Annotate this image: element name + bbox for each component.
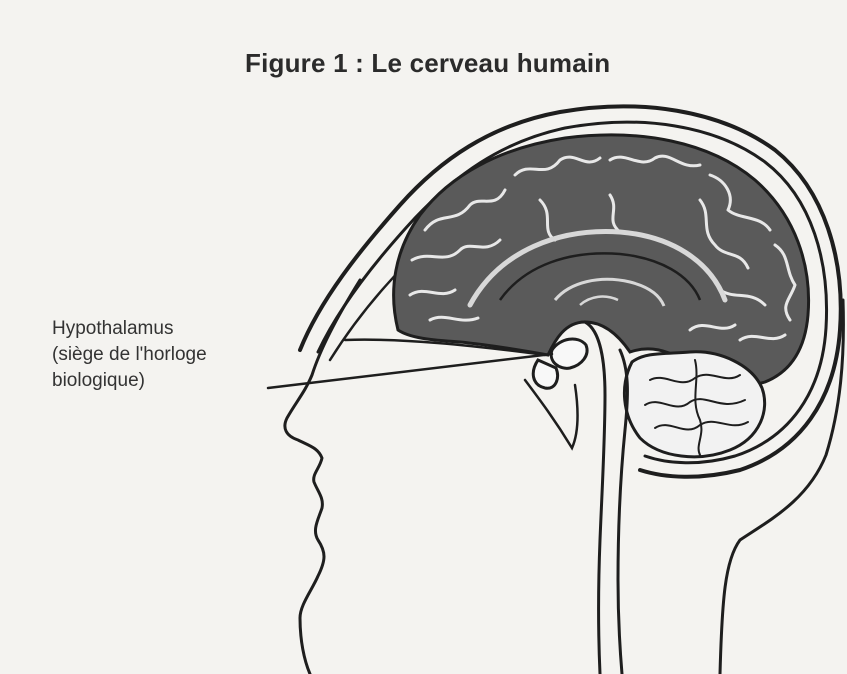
label-line-2: (siège de l'horloge xyxy=(52,342,312,368)
hypothalamus-label: Hypothalamus (siège de l'horloge biologi… xyxy=(52,316,312,394)
brainstem xyxy=(585,322,627,674)
label-line-3: biologique) xyxy=(52,368,312,394)
cerebellum xyxy=(624,352,764,457)
label-line-1: Hypothalamus xyxy=(52,316,312,342)
